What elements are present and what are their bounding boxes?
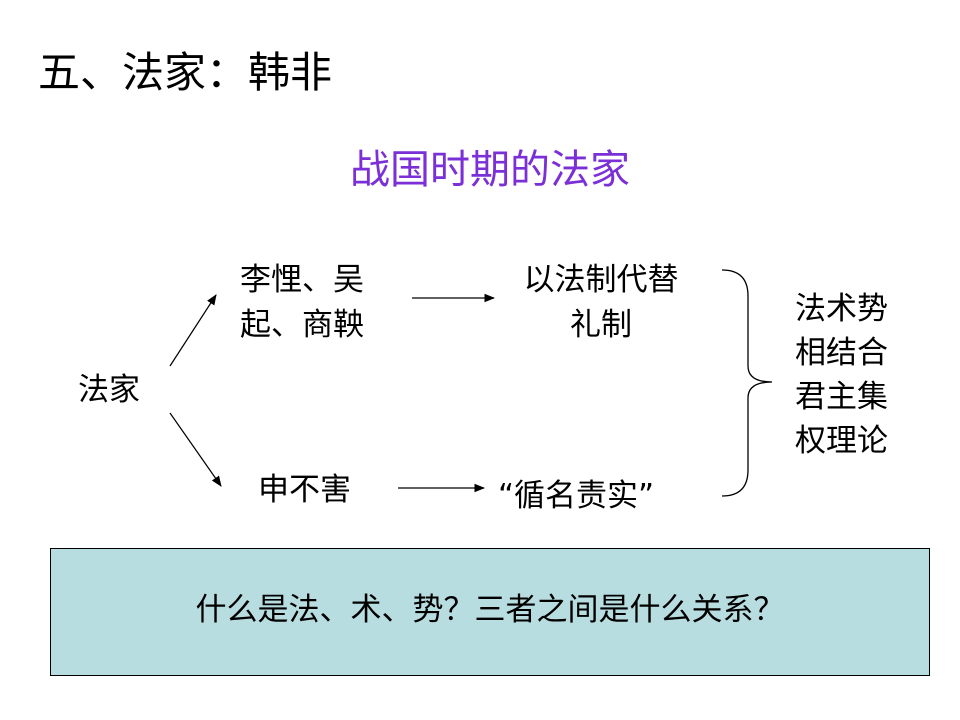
node-li-kui-wu-qi-shang-yang: 李悝、吴 起、商鞅: [240, 258, 364, 348]
summary-line-3: 君主集: [795, 379, 888, 415]
node-idea-line-1: 以法制代替: [523, 262, 679, 298]
node-person-label: 申不害: [258, 472, 351, 508]
root-node-fajia: 法家: [78, 368, 140, 413]
node-xunming-zeshi: “循名责实”: [498, 474, 654, 519]
question-box: 什么是法、术、势？三者之间是什么关系？: [50, 548, 930, 676]
node-people-line-1: 李悝、吴: [240, 262, 364, 298]
question-text: 什么是法、术、势？三者之间是什么关系？: [195, 592, 785, 628]
node-fazhi-idea: 以法制代替 礼制: [508, 258, 694, 348]
root-label: 法家: [78, 372, 140, 408]
node-shen-buhai: 申不害: [258, 468, 351, 513]
edge-root-to-bottom: [169, 412, 222, 487]
node-idea-label: “循名责实”: [498, 478, 655, 514]
slide-heading: 五、法家：韩非: [38, 48, 333, 97]
node-summary: 法术势 相结合 君主集 权理论: [795, 287, 888, 463]
summary-line-2: 相结合: [795, 335, 888, 371]
slide-subtitle: 战国时期的法家: [350, 147, 630, 193]
summary-line-1: 法术势: [795, 291, 888, 327]
summary-brace: [721, 269, 773, 497]
node-people-line-2: 起、商鞅: [240, 307, 364, 343]
edge-root-to-top: [169, 294, 217, 367]
node-idea-line-2: 礼制: [570, 307, 632, 343]
summary-line-4: 权理论: [795, 423, 888, 459]
